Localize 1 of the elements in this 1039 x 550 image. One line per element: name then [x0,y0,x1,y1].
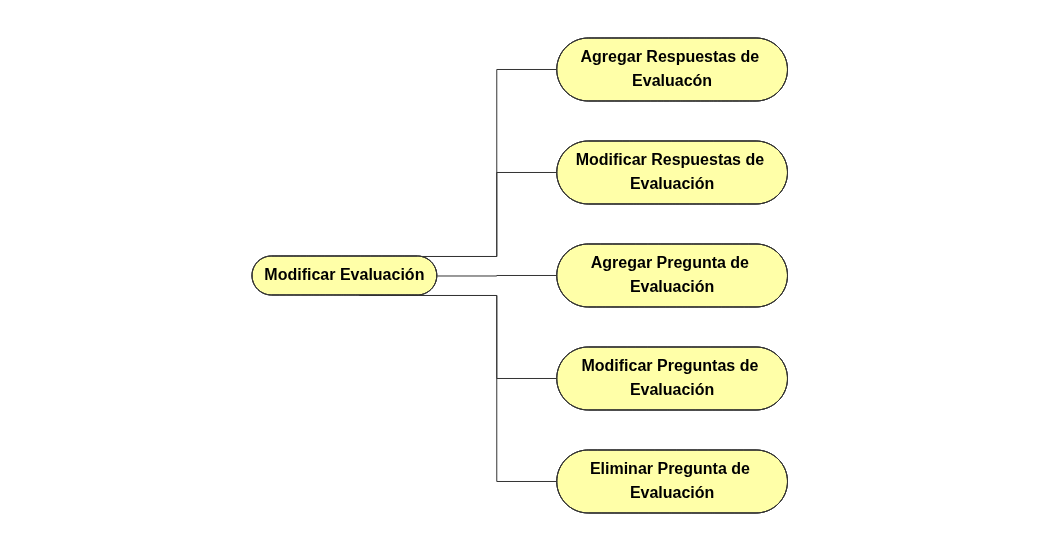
connector [436,274,558,276]
